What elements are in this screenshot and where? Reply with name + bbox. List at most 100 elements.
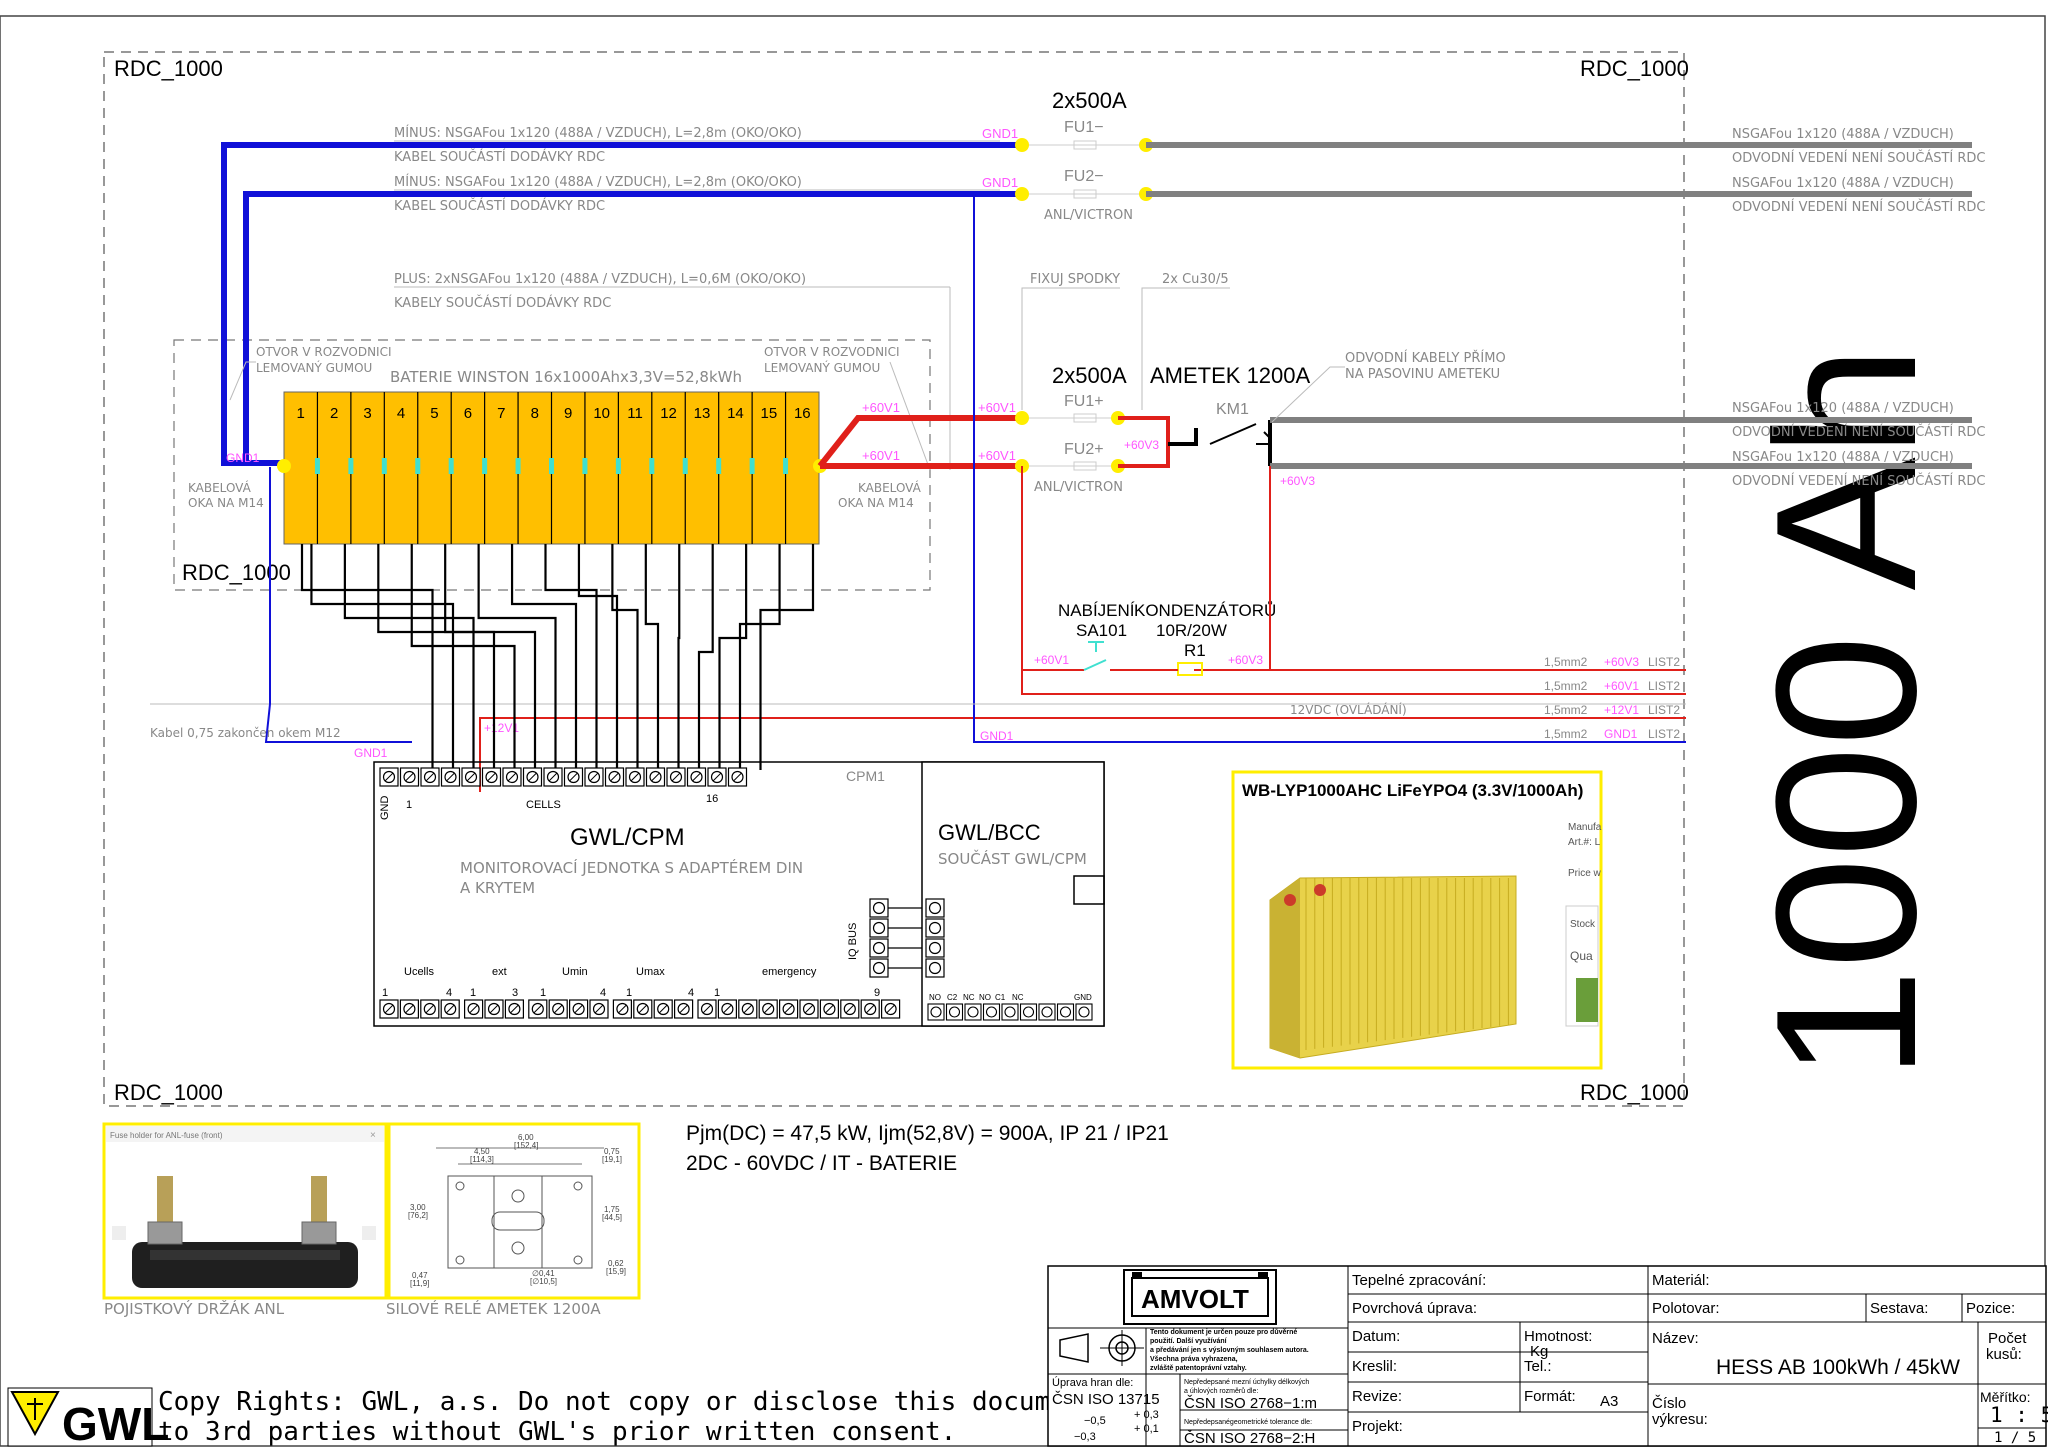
- note-kabel075: Kabel 0,75 zakončen okem M12: [150, 726, 341, 740]
- disclaimer: Tento dokument je určen pouze pro důvěrn…: [1150, 1328, 1309, 1372]
- tb-kreslil: Kreslil:: [1352, 1358, 1397, 1375]
- battery-cell-number: 5: [430, 405, 438, 422]
- dim-d3b: [15,9]: [606, 1267, 626, 1276]
- battery-cell-number: 16: [794, 405, 811, 422]
- charge-r-label: 10R/20W: [1156, 621, 1227, 640]
- dim-h2b: [44,5]: [602, 1213, 622, 1222]
- product-price: Price w: [1568, 868, 1602, 879]
- battery-cell-number: 14: [727, 405, 744, 422]
- cell-link: [348, 458, 354, 474]
- tb-tol1: −0,5: [1084, 1415, 1106, 1427]
- sense-wire: [410, 544, 516, 770]
- note-kabelova-right-1: KABELOVÁ: [858, 480, 922, 495]
- gwl-logo: GWL: [7, 1387, 169, 1448]
- list-net: +60V1: [1604, 679, 1639, 693]
- cpm-bottom-terminals: [379, 999, 901, 1019]
- battery-cell-number: 2: [330, 405, 338, 422]
- terminal: [927, 1003, 945, 1021]
- battery-cell-number: 10: [593, 405, 610, 422]
- tb-tol4: + 0,1: [1134, 1423, 1159, 1435]
- note-kabelova-left-1: KABELOVÁ: [188, 480, 252, 495]
- note-odvodni-1: ODVODNÍ KABELY PŘÍMO: [1345, 350, 1506, 366]
- cell-link: [549, 458, 554, 474]
- tb-polotovar: Polotovar:: [1652, 1300, 1720, 1317]
- cpm-label-emergency: emergency: [762, 966, 817, 978]
- tb-revize: Revize:: [1352, 1388, 1402, 1405]
- sense-wire: [759, 544, 815, 770]
- cable-note-right4b: ODVODNÍ VEDENÍ NENÍ SOUČÁSTÍ RDC: [1732, 473, 1986, 489]
- note-otvor-left-2: LEMOVANÝ GUMOU: [256, 360, 372, 375]
- sense-wire: [477, 544, 557, 770]
- cpm-desc-2: A KRYTEM: [460, 879, 535, 897]
- list-wire-size: 1,5mm2: [1544, 703, 1588, 717]
- sense-wire: [444, 544, 537, 770]
- tb-meritko: Měřítko:: [1980, 1389, 2031, 1405]
- cpm-bottom-pin-number: 1: [714, 987, 720, 999]
- sheet-border: [0, 15, 2046, 1447]
- frame-label-bl: RDC_1000: [114, 1080, 223, 1105]
- net-p60v3-busbar: +60V3: [1124, 438, 1159, 452]
- list-wire-size: 1,5mm2: [1544, 679, 1588, 693]
- net-p60-a: +60V1: [862, 400, 900, 415]
- wire-gnd-left: [264, 467, 412, 743]
- sense-wire: [718, 544, 748, 770]
- cpm-top-terminals: [379, 767, 748, 787]
- terminal: [869, 918, 889, 938]
- tb-nepred2: a úhlových rozměrů dle:: [1184, 1387, 1258, 1395]
- dim-w1b: [152,4]: [514, 1141, 538, 1150]
- cpm-bottom-pin-number: 1: [626, 987, 632, 999]
- note-otvor-right-1: OTVOR V ROZVODNICI: [764, 345, 900, 359]
- sense-wire: [677, 544, 681, 770]
- sense-wire: [577, 544, 619, 770]
- disclaimer-line: použití. Další využívání: [1150, 1338, 1228, 1345]
- battery-cell-number: 9: [564, 405, 572, 422]
- cable-note-right4: NSGAFou 1x120 (488A / VZDUCH): [1732, 450, 1954, 465]
- sense-wire: [377, 544, 496, 770]
- tb-tepelne: Tepelné zpracování:: [1352, 1272, 1486, 1289]
- net-gnd-2: GND1: [982, 175, 1018, 190]
- cpm-label-umax: Umax: [636, 966, 665, 978]
- relay-contact-left: [1168, 428, 1198, 446]
- cable-note-right2b: ODVODNÍ VEDENÍ NENÍ SOUČÁSTÍ RDC: [1732, 199, 1986, 215]
- cpm-bottom-pin-number: 9: [874, 987, 880, 999]
- cell-link: [415, 458, 421, 474]
- close-icon: ×: [370, 1130, 376, 1141]
- cpm-bottom-pin-number: 1: [540, 987, 546, 999]
- wire-gnd: [973, 194, 1686, 743]
- fuse-anl-top: ANL/VICTRON: [1044, 208, 1133, 223]
- tb-tel: Tel.:: [1524, 1358, 1552, 1375]
- list-sheet-ref: LIST2: [1648, 703, 1680, 717]
- cable-note-right1: NSGAFou 1x120 (488A / VZDUCH): [1732, 127, 1954, 142]
- wire-12v: [479, 717, 1686, 792]
- cell-link: [783, 458, 789, 474]
- gwl-logo-text: GWL: [62, 1398, 169, 1448]
- dim-w2b: [114,3]: [470, 1155, 494, 1164]
- dim-d2b: [∅10,5]: [530, 1277, 557, 1286]
- terminal: [869, 938, 889, 958]
- cpm-bottom-pin-number: 3: [512, 987, 518, 999]
- cell-link: [482, 458, 488, 474]
- tb-pozice: Pozice:: [1966, 1300, 2015, 1317]
- tb-nazev: Název:: [1652, 1330, 1699, 1347]
- tb-pocet: Počet: [1988, 1330, 2027, 1347]
- terminal: [869, 898, 889, 918]
- product-title: WB-LYP1000AHC LiFeYPO4 (3.3V/1000Ah): [1242, 781, 1583, 800]
- note-kabelova-right-2: OKA NA M14: [838, 496, 914, 510]
- tb-iso2768-2: ČSN ISO 2768−2:H: [1184, 1430, 1315, 1447]
- dim-w3b: [19,1]: [602, 1155, 622, 1164]
- rdc-frame: [103, 51, 1685, 1107]
- net-p12-cpm: +12V1: [484, 721, 519, 735]
- cpm-gnd-label: GND: [379, 796, 391, 821]
- note-cu: 2x Cu30/5: [1162, 272, 1229, 287]
- dim-w3: 0,75: [604, 1147, 620, 1156]
- net-p60v3-relay: +60V3: [1280, 474, 1315, 488]
- tb-kusu: kusů:: [1986, 1346, 2022, 1363]
- product-stock: Stock: [1570, 919, 1596, 930]
- spec-line-2: 2DC - 60VDC / IT - BATERIE: [686, 1152, 957, 1175]
- sense-wire: [544, 544, 598, 770]
- cable-note-minus2b: KABEL SOUČÁSTÍ DODÁVKY RDC: [394, 198, 605, 214]
- chevron-left-icon: [112, 1226, 126, 1240]
- spec-line-1: Pjm(DC) = 47,5 kW, Ijm(52,8V) = 900A, IP…: [686, 1122, 1169, 1145]
- sense-wire: [510, 544, 578, 770]
